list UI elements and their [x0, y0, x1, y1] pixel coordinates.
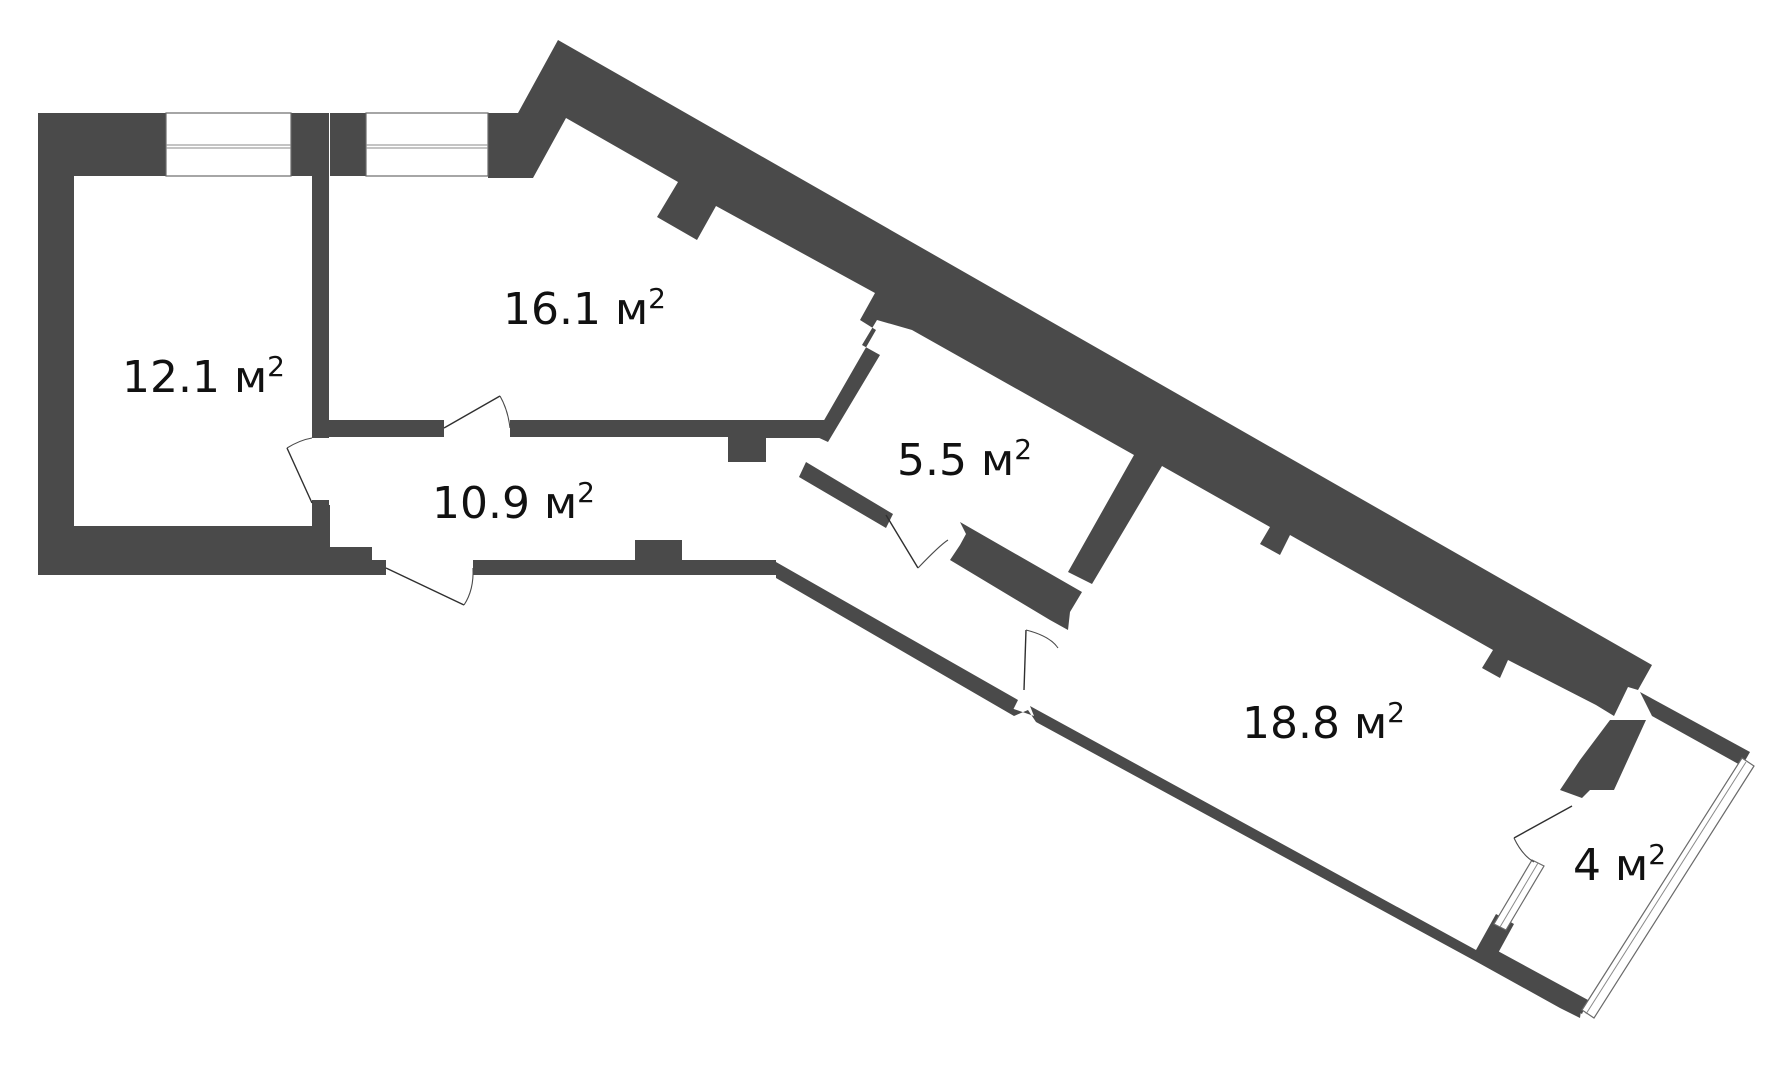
wall-room-c-lower — [799, 462, 893, 528]
wall-partition-ab-lower — [312, 500, 329, 530]
wall-balcony-bottom — [1490, 950, 1588, 1014]
label-room-d: 18.8 м2 — [1242, 696, 1405, 749]
room-labels: 12.1 м2 16.1 м2 10.9 м2 5.5 м2 18.8 м2 4… — [122, 282, 1666, 891]
wall-room-b-hall — [329, 420, 444, 437]
wall-partition-ab-vertical — [312, 176, 329, 438]
wall-lower-diagonal — [776, 562, 1582, 1018]
wall-top-room-b — [330, 113, 366, 176]
label-room-a: 12.1 м2 — [122, 350, 285, 403]
label-room-c: 5.5 м2 — [897, 433, 1032, 486]
door-room-c — [885, 514, 919, 569]
windows — [165, 112, 1755, 1019]
label-hall: 10.9 м2 — [432, 476, 595, 529]
wall-balcony-partition — [1560, 720, 1646, 798]
door-balcony — [1513, 805, 1573, 839]
walls — [38, 40, 1750, 1018]
door-entrance — [385, 567, 465, 606]
wall-room-a — [38, 113, 330, 575]
wall-hall-bottom — [330, 547, 386, 575]
label-room-b: 16.1 м2 — [503, 282, 666, 335]
wall-room-c-lower-right — [950, 522, 1082, 630]
wall-hall-bottom-mid — [473, 540, 776, 575]
wall-top-right — [488, 40, 1652, 716]
door-room-b — [443, 395, 501, 429]
doors — [286, 395, 1573, 863]
wall-room-b-hall-right — [510, 420, 830, 462]
wall-balcony-top — [1640, 692, 1750, 766]
door-room-d — [1023, 629, 1027, 691]
door-room-a — [286, 447, 313, 504]
wall-partition-ab — [291, 113, 329, 176]
label-balcony: 4 м2 — [1573, 838, 1666, 891]
